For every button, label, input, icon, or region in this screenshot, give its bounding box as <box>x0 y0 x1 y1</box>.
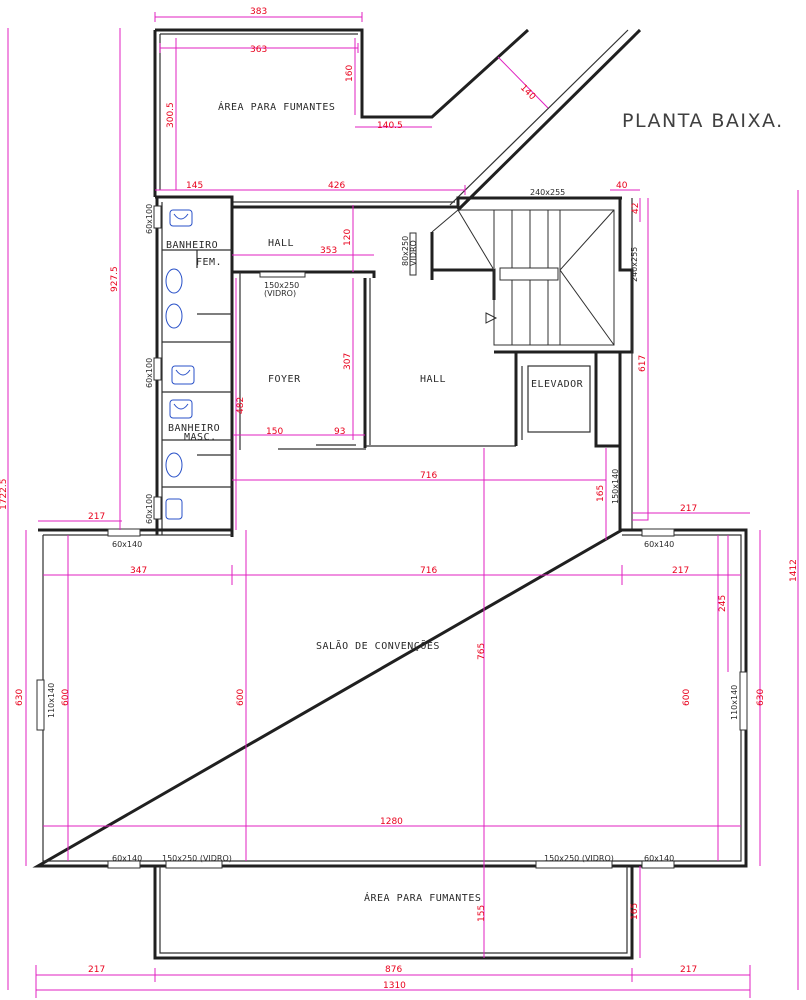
dim-145: 145 <box>186 181 203 191</box>
label-janela-bottom-left: 60x140 <box>112 540 142 549</box>
glass-door-80 <box>409 232 417 276</box>
label-vidro-80: 80x250 <box>401 236 410 266</box>
room-hall-center: HALL <box>420 374 446 385</box>
room-foyer: FOYER <box>268 374 301 385</box>
room-area-fumantes-bottom: ÁREA PARA FUMANTES <box>364 891 481 904</box>
sink-icon <box>165 452 183 478</box>
page-title: PLANTA BAIXA. <box>622 110 784 132</box>
dim-482: 482 <box>236 397 246 414</box>
room-labels: ÁREA PARA FUMANTES HALL FOYER HALL ELEVA… <box>166 100 584 904</box>
dim-630-r: 630 <box>756 689 766 706</box>
dimension-text: 383 363 160 140.5 140 300.5 145 426 40 4… <box>0 7 799 991</box>
wall-smoking-bottom <box>153 866 634 960</box>
toilet-icon <box>165 498 183 520</box>
dim-383: 383 <box>250 7 267 17</box>
dim-140-5: 140.5 <box>377 121 403 131</box>
room-salao: SALÃO DE CONVENÇÕES <box>316 639 440 652</box>
label-escada: 240x255 <box>530 188 565 197</box>
dim-217-c: 217 <box>672 566 689 576</box>
sink-icon <box>165 303 183 329</box>
dim-617: 617 <box>638 355 648 372</box>
room-hall-upper: HALL <box>268 238 294 249</box>
dim-245: 245 <box>718 595 728 612</box>
toilet-icon <box>169 399 193 419</box>
elevator-car <box>527 365 591 433</box>
label-janela-fem: 60x100 <box>145 204 154 234</box>
dim-353: 353 <box>320 246 337 256</box>
label-vidro-bottom-2: 150x250 (VIDRO) <box>544 854 614 863</box>
label-escada-v: 240x255 <box>630 247 639 282</box>
glass-door-top <box>259 271 306 278</box>
toilet-icon <box>169 209 193 227</box>
room-area-fumantes-top: ÁREA PARA FUMANTES <box>218 100 335 113</box>
label-janela-bottom-1: 60x140 <box>112 854 142 863</box>
dim-765: 765 <box>477 643 487 660</box>
dim-42: 42 <box>631 203 641 214</box>
label-janela-fem2: 60x100 <box>145 358 154 388</box>
dim-165-b: 165 <box>630 903 640 920</box>
dim-1412: 1412 <box>789 559 799 582</box>
dim-217-d: 217 <box>88 965 105 975</box>
dim-93: 93 <box>334 427 345 437</box>
dim-927-5: 927.5 <box>110 266 120 292</box>
openings <box>36 205 748 869</box>
room-banheiro-fem: BANHEIRO <box>166 240 218 251</box>
dim-600-l: 600 <box>61 689 71 706</box>
dim-120: 120 <box>343 229 353 246</box>
label-vidro-80-note: VIDRO <box>409 240 418 266</box>
opening-labels: 150x250 (VIDRO) 80x250 VIDRO 60x100 60x1… <box>47 188 739 863</box>
dim-600-r: 600 <box>682 689 692 706</box>
dim-600-m: 600 <box>236 689 246 706</box>
stair <box>431 209 615 346</box>
dim-1280: 1280 <box>380 817 403 827</box>
label-janela-top-right: 60x140 <box>644 540 674 549</box>
label-janela-bottom-2: 60x140 <box>644 854 674 863</box>
label-janela-right: 110x140 <box>730 685 739 720</box>
label-vidro-bottom-1: 150x250 (VIDRO) <box>162 854 232 863</box>
wall-salao <box>32 528 748 868</box>
dim-1722-5: 1722.5 <box>0 479 9 511</box>
dim-716-b: 716 <box>420 566 437 576</box>
dim-217-e: 217 <box>680 965 697 975</box>
dimension-lines <box>7 12 799 998</box>
dim-140: 140 <box>518 83 537 102</box>
dim-150: 150 <box>266 427 283 437</box>
dim-876: 876 <box>385 965 402 975</box>
dim-40: 40 <box>616 181 628 191</box>
sanitary-fixtures <box>165 209 195 520</box>
toilet-icon <box>171 365 195 385</box>
sink-icon <box>165 268 183 294</box>
dim-347: 347 <box>130 566 147 576</box>
label-vidro-top-note: (VIDRO) <box>264 289 296 298</box>
label-janela-left: 110x140 <box>47 683 56 718</box>
dim-1310: 1310 <box>383 981 406 991</box>
dim-630-l: 630 <box>15 689 25 706</box>
dim-363: 363 <box>250 45 267 55</box>
dim-307: 307 <box>343 353 353 370</box>
dim-426: 426 <box>328 181 345 191</box>
dim-165-a: 165 <box>596 485 606 502</box>
dim-300-5: 300.5 <box>166 102 176 128</box>
dim-155: 155 <box>477 905 487 922</box>
elevator-shaft <box>494 350 620 448</box>
room-banheiro-masc: BANHEIRO <box>168 423 220 434</box>
dim-160: 160 <box>345 65 355 82</box>
label-vidro-top: 150x250 <box>264 281 299 290</box>
wall-diagonal <box>456 28 642 212</box>
room-banheiro-masc-suffix: MASC. <box>184 432 217 443</box>
wall-smoking-top <box>153 28 530 197</box>
room-elevador: ELEVADOR <box>531 379 584 390</box>
label-janela-masc: 60x100 <box>145 494 154 524</box>
dim-217-a: 217 <box>88 512 105 522</box>
dim-716-a: 716 <box>420 471 437 481</box>
label-porta-150x140: 150x140 <box>611 469 620 504</box>
dim-217-b: 217 <box>680 504 697 514</box>
room-banheiro-fem-suffix: FEM. <box>196 257 222 268</box>
